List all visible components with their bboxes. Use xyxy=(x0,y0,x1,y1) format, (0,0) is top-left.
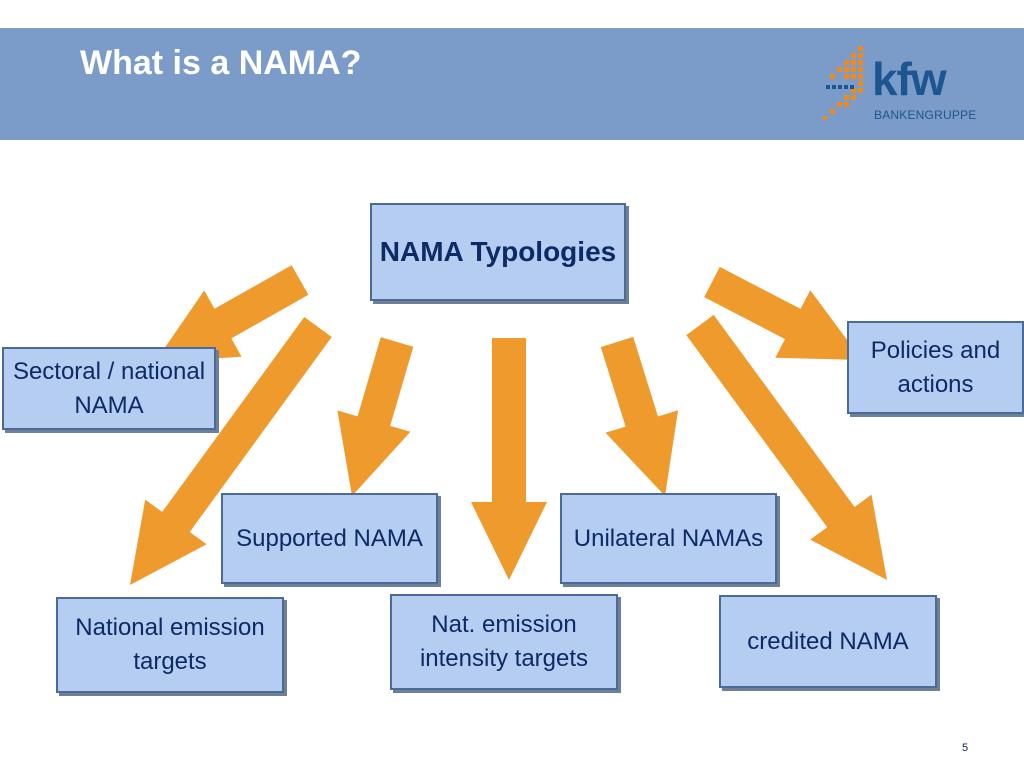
node-label: credited NAMA xyxy=(747,627,909,655)
arrow-to-unilateral xyxy=(600,336,679,496)
logo-subtitle: BANKENGRUPPE xyxy=(874,108,977,122)
root-node-label: NAMA Typologies xyxy=(379,236,617,267)
node-credited-nama: credited NAMA xyxy=(719,595,937,688)
node-unilateral-namas: Unilateral NAMAs xyxy=(560,493,777,584)
node-sectoral-national-nama: Sectoral / national NAMA xyxy=(2,347,216,430)
node-label: Nat. emission intensity targets xyxy=(419,611,589,672)
root-node: NAMA Typologies xyxy=(370,203,626,301)
arrow-to-credited xyxy=(686,314,887,580)
node-label: Policies and actions xyxy=(870,336,1001,398)
page-title: What is a NAMA? xyxy=(80,44,362,82)
node-label: Unilateral NAMAs xyxy=(573,524,764,552)
logo-wordmark: kfw xyxy=(872,53,947,105)
arrow-to-national-emission xyxy=(130,317,332,585)
page-number: 5 xyxy=(962,742,969,754)
title-bar xyxy=(0,28,1024,140)
node-label: Sectoral / national NAMA xyxy=(12,357,206,419)
arrow-to-policies xyxy=(704,266,862,360)
node-policies-and-actions: Policies and actions xyxy=(847,321,1024,414)
node-supported-nama: Supported NAMA xyxy=(221,493,438,584)
logo-dot-pattern-icon xyxy=(823,46,863,120)
node-nat-emission-intensity-targets: Nat. emission intensity targets xyxy=(390,594,618,690)
arrow-to-supported xyxy=(337,337,414,496)
node-label: National emission targets xyxy=(75,614,265,675)
arrow-to-intensity xyxy=(471,338,547,580)
kfw-logo: kfw BANKENGRUPPE xyxy=(822,42,982,126)
node-national-emission-targets: National emission targets xyxy=(56,597,284,693)
node-label: Supported NAMA xyxy=(236,524,423,552)
arrow-to-sectoral xyxy=(155,265,309,362)
